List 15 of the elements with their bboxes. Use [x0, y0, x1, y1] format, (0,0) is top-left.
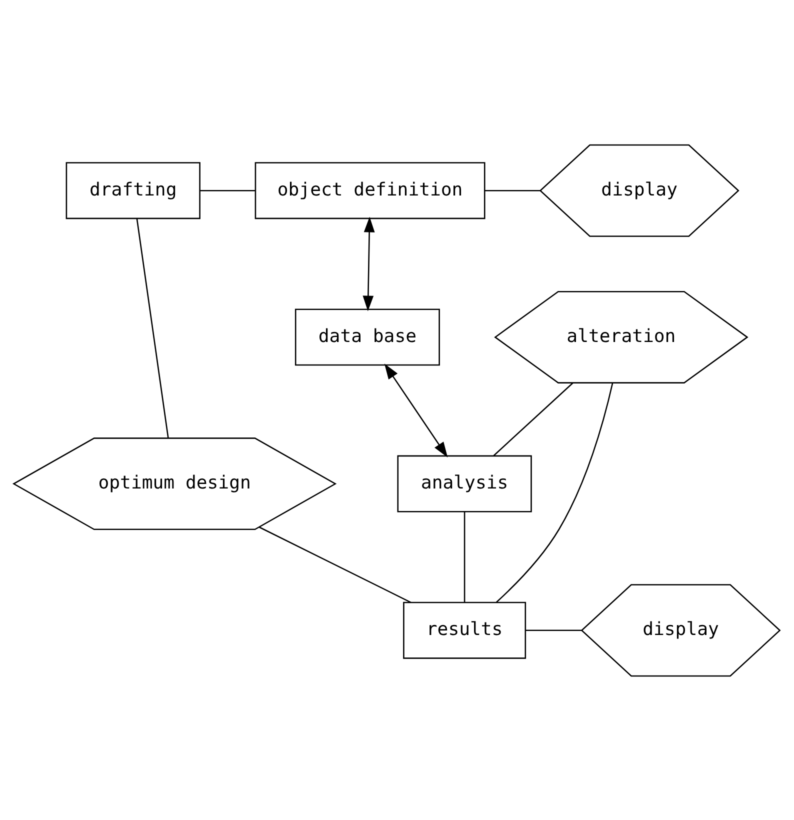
connector	[464, 511, 466, 602]
connector	[258, 526, 412, 602]
node-box: analysis	[397, 454, 532, 512]
arrow	[384, 363, 448, 457]
connector	[493, 382, 574, 456]
connector	[200, 189, 256, 191]
connector	[136, 218, 169, 438]
arrow	[362, 216, 375, 311]
node-box: data base	[294, 308, 440, 366]
connector	[496, 382, 614, 602]
node-box: drafting	[66, 162, 200, 219]
node-box: results	[403, 601, 526, 658]
connector	[484, 189, 540, 191]
connector	[526, 629, 582, 631]
node-box: object definition	[254, 162, 486, 219]
